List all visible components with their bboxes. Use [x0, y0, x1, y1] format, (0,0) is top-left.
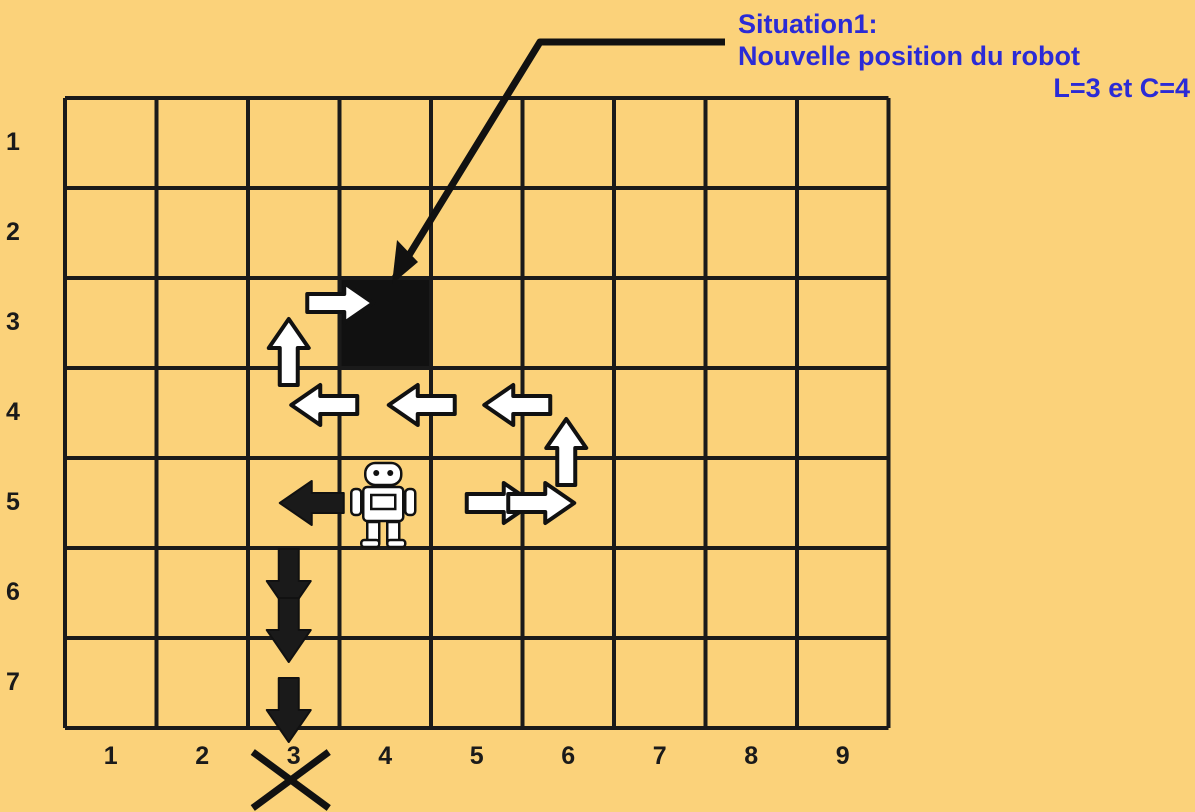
arrow-left-row4-col4-icon — [291, 385, 357, 425]
arrow-down-row7b-col3-icon — [267, 678, 311, 742]
arrow-right-row5-col6-icon — [508, 483, 574, 523]
arrow-left-row4-col5-icon — [389, 385, 455, 425]
grid-lines — [65, 98, 889, 728]
arrow-left-row5-col3-icon — [280, 481, 344, 525]
arrow-left-row4-col6-icon — [484, 385, 550, 425]
exit-x-mark — [253, 752, 329, 808]
caption-pointer-line — [395, 42, 725, 278]
arrow-up-row3-col3-icon — [269, 319, 309, 385]
arrow-down-row7-col3-icon — [267, 598, 311, 662]
arrow-up-row4-col6-icon — [546, 419, 586, 485]
robot-icon — [351, 463, 415, 547]
